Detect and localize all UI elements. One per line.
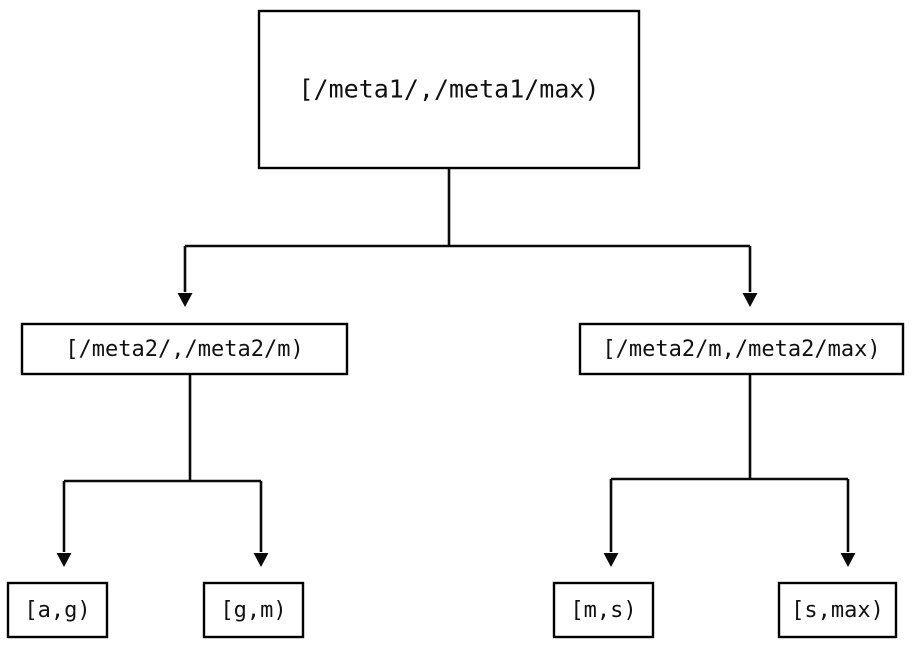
- nodes-layer: [/meta1/,/meta1/max) [/meta2/,/meta2/m) [/…: [6, 9, 905, 639]
- arrowhead-to-leaf-ms: [603, 553, 619, 567]
- node-leaf-ag[interactable]: [a,g): [6, 581, 109, 639]
- node-box-root[interactable]: [257, 9, 641, 170]
- node-label-leaf-smax: [s,max): [791, 598, 884, 623]
- node-leaf-smax[interactable]: [s,max): [777, 581, 898, 639]
- node-label-leaf-ag: [a,g): [24, 598, 90, 623]
- node-label-mid-right: [/meta2/m,/meta2/max): [602, 337, 880, 362]
- edge-group: [56, 374, 269, 567]
- node-box-leaf-ms[interactable]: [552, 581, 655, 639]
- edge-group: [177, 168, 758, 307]
- arrowhead-to-leaf-ag: [56, 553, 72, 567]
- arrowhead-to-leaf-gm: [253, 553, 269, 567]
- node-leaf-gm[interactable]: [g,m): [202, 581, 305, 639]
- node-box-leaf-gm[interactable]: [202, 581, 305, 639]
- node-root[interactable]: [/meta1/,/meta1/max): [257, 9, 641, 170]
- edge-group: [603, 374, 856, 567]
- node-label-mid-left: [/meta2/,/meta2/m): [65, 337, 303, 362]
- node-leaf-ms[interactable]: [m,s): [552, 581, 655, 639]
- arrowhead-to-leaf-smax: [840, 553, 856, 567]
- node-label-leaf-ms: [m,s): [570, 598, 636, 623]
- node-box-mid-right[interactable]: [578, 322, 905, 376]
- edges-layer: [56, 168, 856, 567]
- arrowhead-to-mid-left: [177, 293, 193, 307]
- arrowhead-to-mid-right: [742, 293, 758, 307]
- node-label-root: [/meta1/,/meta1/max): [298, 75, 599, 104]
- node-box-leaf-smax[interactable]: [777, 581, 898, 639]
- node-box-leaf-ag[interactable]: [6, 581, 109, 639]
- node-mid-right[interactable]: [/meta2/m,/meta2/max): [578, 322, 905, 376]
- node-box-mid-left[interactable]: [20, 322, 349, 376]
- node-mid-left[interactable]: [/meta2/,/meta2/m): [20, 322, 349, 376]
- node-label-leaf-gm: [g,m): [220, 598, 286, 623]
